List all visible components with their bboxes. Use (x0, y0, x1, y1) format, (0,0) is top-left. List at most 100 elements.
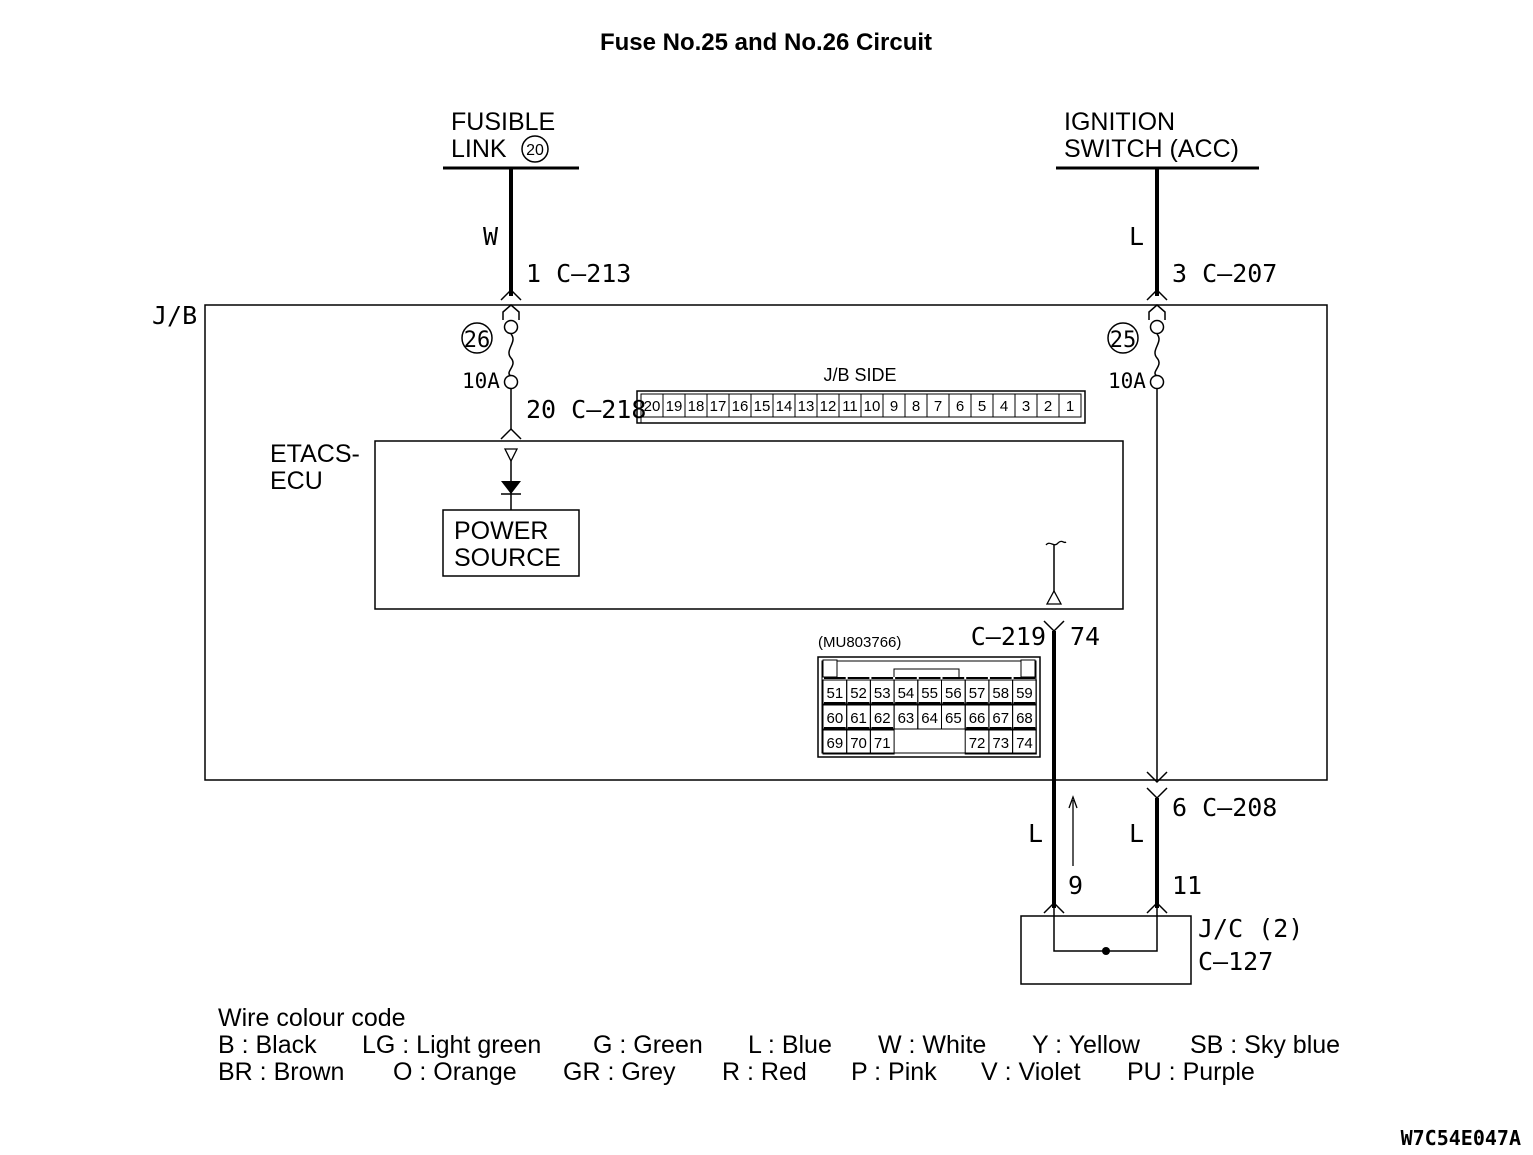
jb-side-pin-label: 1 (1066, 398, 1074, 415)
connector-c208-terminal (1146, 787, 1168, 800)
junction-block-outline (204, 304, 1328, 781)
connector-c208-jb-terminal (1146, 771, 1168, 784)
legend-item: V : Violet (981, 1058, 1081, 1086)
c219-pin-label: 74 (1016, 735, 1033, 752)
jb-side-pin-label: 15 (754, 398, 771, 415)
fuse-26-number-circle (461, 322, 493, 354)
legend-heading: Wire colour code (218, 1004, 406, 1032)
joint-connector-label-line2: C–127 (1198, 947, 1273, 976)
fuse-25-rating: 10A (1108, 369, 1146, 393)
c219-pin-label: 73 (992, 735, 1009, 752)
jb-side-pin-label: 19 (666, 398, 683, 415)
c219-pin-label: 63 (898, 710, 915, 727)
connector-c207-label: 3 C–207 (1172, 259, 1277, 288)
fusible-link-number-circle (521, 135, 549, 163)
fuse-25-number: 25 (1110, 328, 1137, 353)
legend-item: SB : Sky blue (1190, 1031, 1340, 1059)
c219-pin-label: 58 (992, 685, 1009, 702)
legend-item: GR : Grey (563, 1058, 676, 1086)
connector-c219-label: C–219 (971, 622, 1046, 651)
jc-terminal-11 (1146, 901, 1168, 914)
jb-side-pin-label: 2 (1044, 398, 1052, 415)
fusible-link-number: 20 (526, 142, 544, 159)
c219-pin-label: 51 (827, 685, 844, 702)
connector-c219-terminal (1043, 620, 1065, 633)
legend-item: G : Green (593, 1031, 703, 1059)
etacs-ecu-label-line1: ETACS- (270, 440, 360, 468)
c219-pin-label: 60 (827, 710, 844, 727)
c219-pin-label: 53 (874, 685, 891, 702)
diode-icon (501, 448, 521, 510)
legend-item: P : Pink (851, 1058, 937, 1086)
c219-pin-label: 55 (921, 685, 938, 702)
junction-block-label: J/B (152, 301, 197, 330)
connector-c218-terminal (500, 427, 522, 440)
fuse-26-number: 26 (464, 328, 491, 353)
wire-color-l-top: L (1129, 222, 1144, 251)
jb-side-pin-label: 14 (776, 398, 793, 415)
joint-connector-bus (1053, 908, 1158, 952)
fusible-link-label-line2: LINK (451, 135, 507, 163)
etacs-ecu-label-line2: ECU (270, 467, 323, 495)
figure-code: W7C54E047A (1401, 1126, 1521, 1150)
ecu-internal-input-icon (1045, 540, 1067, 605)
c219-pin-label: 70 (850, 735, 867, 752)
legend-item: PU : Purple (1127, 1058, 1255, 1086)
c219-pin-label: 68 (1016, 710, 1033, 727)
wire-color-l-bottom-left: L (1028, 819, 1043, 848)
c219-pin-label: 69 (827, 735, 844, 752)
legend-item: L : Blue (748, 1031, 832, 1059)
fuse-25-number-circle (1107, 322, 1139, 354)
fuse-26-rating: 10A (462, 369, 500, 393)
ignition-switch-label-line2: SWITCH (ACC) (1064, 135, 1239, 163)
c219-pin-label: 57 (969, 685, 986, 702)
jb-side-pin-label: 3 (1022, 398, 1030, 415)
ignition-switch-source: IGNITION SWITCH (ACC) (1056, 108, 1259, 170)
jb-side-pin-label: 11 (842, 398, 858, 415)
c219-pin-cell (869, 729, 895, 755)
jb-side-pin-label: 4 (1000, 398, 1008, 415)
connector-c213-terminal (500, 288, 522, 301)
jc-terminal-9 (1043, 901, 1065, 914)
jb-side-pin-cell (1058, 393, 1082, 418)
diagram-title: Fuse No.25 and No.26 Circuit (600, 29, 932, 56)
joint-connector-outline (1020, 915, 1192, 985)
c219-pin-label: 65 (945, 710, 962, 727)
legend-item: W : White (878, 1031, 986, 1059)
jb-side-pin-label: 16 (732, 398, 749, 415)
jb-side-pin-label: 8 (912, 398, 920, 415)
c219-pin-label: 64 (921, 710, 938, 727)
legend-item: O : Orange (393, 1058, 517, 1086)
wire-color-l-bottom-right: L (1129, 819, 1144, 848)
c219-pin-cell (1012, 729, 1037, 755)
connector-c219-pin: 74 (1070, 622, 1100, 651)
c219-pin-label: 66 (969, 710, 986, 727)
current-direction-arrow-icon (1068, 795, 1078, 866)
jb-side-pin-label: 5 (978, 398, 986, 415)
c219-pin-label: 56 (945, 685, 962, 702)
c219-pin-label: 71 (874, 735, 891, 752)
legend-item: LG : Light green (362, 1031, 541, 1059)
jb-side-pin-label: 6 (956, 398, 964, 415)
legend-item: B : Black (218, 1031, 317, 1059)
c219-part-number: (MU803766) (818, 634, 901, 651)
jb-side-pin-label: 9 (890, 398, 898, 415)
power-source-label-line2: SOURCE (454, 544, 561, 572)
c219-pin-label: 61 (850, 710, 867, 727)
jb-side-pin-label: 13 (798, 398, 815, 415)
power-source-label-line1: POWER (454, 517, 548, 545)
jb-side-pin-label: 18 (688, 398, 705, 415)
c219-pin-label: 62 (874, 710, 891, 727)
c219-pin-label: 59 (1016, 685, 1033, 702)
connector-c213-label: 1 C–213 (526, 259, 631, 288)
c219-pin-label: 54 (898, 685, 915, 702)
wire-colour-legend: Wire colour code B : Black LG : Light gr… (218, 1004, 1340, 1086)
c219-pin-label: 67 (992, 710, 1009, 727)
c219-pin-label: 72 (969, 735, 986, 752)
connector-c207-terminal (1146, 288, 1168, 301)
fuse-25 (1148, 304, 1166, 780)
jc-pin-9: 9 (1068, 871, 1083, 900)
fusible-link-label-line1: FUSIBLE (451, 108, 555, 136)
